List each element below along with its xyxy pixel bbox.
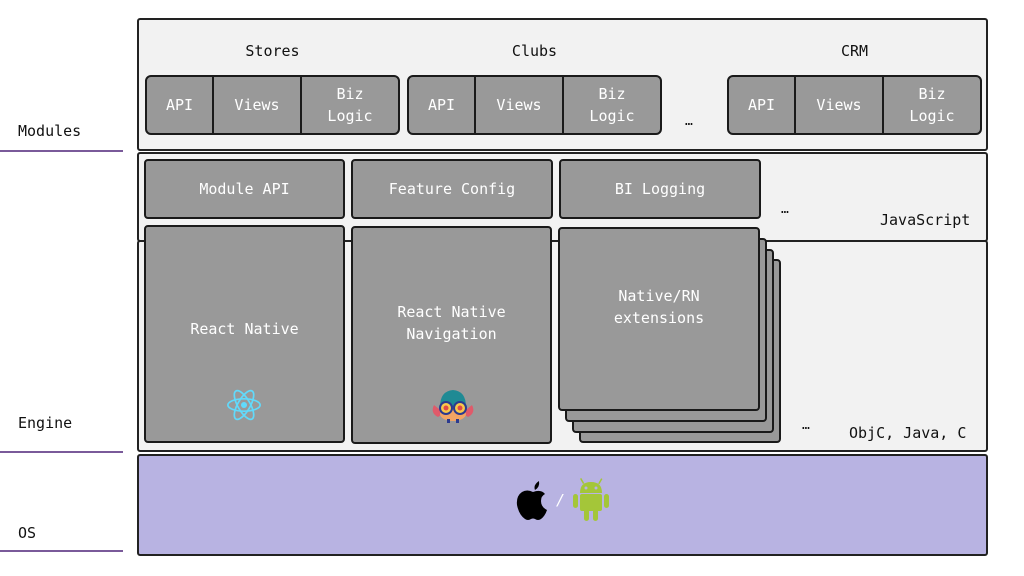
module-title-stores: Stores [245,42,300,60]
cell-label: Views [234,96,280,114]
cell-label: API [427,96,456,114]
module-clubs[interactable]: API Views Biz Logic [407,75,662,135]
os-layer-label: OS [18,524,37,542]
module-title-clubs: Clubs [511,42,558,60]
react-logo-icon [226,389,262,421]
box-label: React Native Navigation [397,302,506,343]
module-api-box[interactable]: Module API [144,159,345,219]
module-title-crm: CRM [840,42,869,60]
module-cell-biz-logic[interactable]: Biz Logic [884,77,980,133]
module-cell-biz-logic[interactable]: Biz Logic [302,77,398,133]
modules-layer-divider [0,150,123,152]
bi-logging-box[interactable]: BI Logging [559,159,761,219]
module-cell-views[interactable]: Views [476,77,564,133]
module-crm[interactable]: API Views Biz Logic [727,75,982,135]
module-cell-api[interactable]: API [729,77,796,133]
box-label: React Native [190,320,299,338]
box-label: Feature Config [388,180,516,198]
engine-layer-label: Engine [18,414,73,432]
native-rn-extensions-box[interactable]: Native/RN extensions [558,227,760,411]
android-logo-icon [573,478,609,521]
cell-label: API [747,96,776,114]
native-language-label: ObjC, Java, C [849,424,967,442]
module-cell-api[interactable]: API [147,77,214,133]
module-cell-views[interactable]: Views [214,77,302,133]
feature-config-box[interactable]: Feature Config [351,159,553,219]
javascript-ellipsis: … [781,202,789,217]
modules-ellipsis: … [685,114,693,129]
modules-layer-label: Modules [18,122,82,140]
react-native-navigation-mascot-icon [432,390,474,423]
module-cell-api[interactable]: API [409,77,476,133]
os-panel [137,454,988,556]
javascript-language-label: JavaScript [880,211,971,229]
module-cell-views[interactable]: Views [796,77,884,133]
native-ellipsis: … [802,418,810,433]
box-label: BI Logging [614,180,706,198]
engine-layer-divider [0,451,123,453]
cell-label: Views [816,96,862,114]
apple-logo-icon [516,481,547,520]
module-stores[interactable]: API Views Biz Logic [145,75,400,135]
os-layer-divider [0,550,123,552]
cell-label: Views [496,96,542,114]
module-cell-biz-logic[interactable]: Biz Logic [564,77,660,133]
box-label: Native/RN extensions [613,287,705,327]
cell-label: Biz Logic [327,85,373,125]
cell-label: Biz Logic [909,85,955,125]
box-label: Module API [199,180,290,198]
os-separator: / [556,491,566,509]
cell-label: Biz Logic [589,85,635,125]
cell-label: API [165,96,194,114]
